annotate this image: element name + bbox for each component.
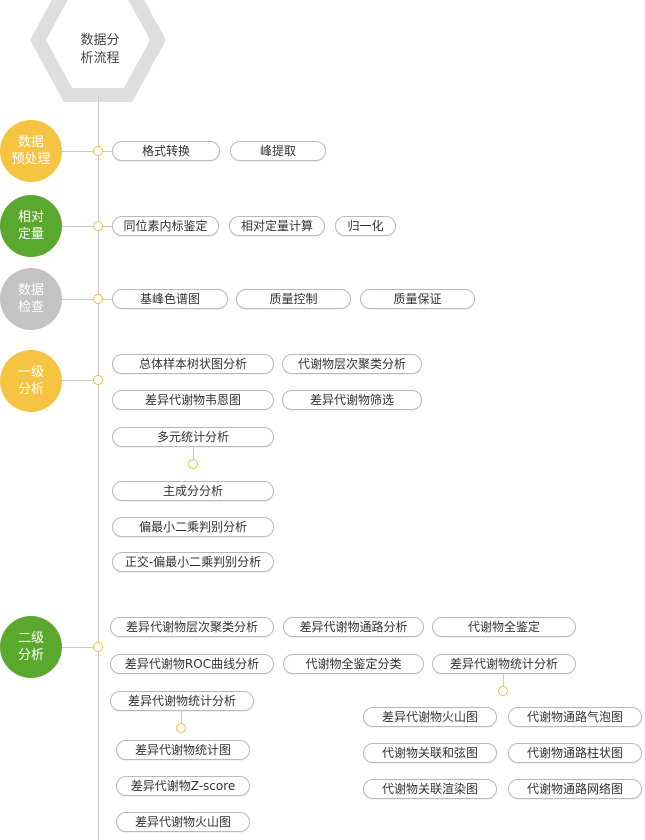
stage-primary-circle: 一级 分析 xyxy=(0,350,62,412)
pill-pathway-network[interactable]: 代谢物通路网络图 xyxy=(508,779,642,799)
pill-format-convert[interactable]: 格式转换 xyxy=(112,141,220,161)
stage-preprocess-circle: 数据 预处理 xyxy=(0,120,62,182)
pill-diff-volcano-right[interactable]: 差异代谢物火山图 xyxy=(363,707,497,727)
connector-line xyxy=(62,380,98,381)
stage-secondary-circle: 二级 分析 xyxy=(0,616,62,678)
pill-full-identification[interactable]: 代谢物全鉴定 xyxy=(432,617,576,637)
pill-diff-venn[interactable]: 差异代谢物韦恩图 xyxy=(112,390,274,410)
pill-identification-class[interactable]: 代谢物全鉴定分类 xyxy=(283,654,424,674)
node-dot xyxy=(93,375,103,385)
node-dot xyxy=(93,146,103,156)
pill-diff-roc[interactable]: 差异代谢物ROC曲线分析 xyxy=(110,654,274,674)
logo-title: 数据分 析流程 xyxy=(80,33,120,66)
pill-plsda[interactable]: 偏最小二乘判别分析 xyxy=(112,517,274,537)
pill-diff-zscore[interactable]: 差异代谢物Z-score xyxy=(116,776,250,796)
sub-connector xyxy=(181,711,182,723)
pill-metabolite-clustering[interactable]: 代谢物层次聚类分析 xyxy=(282,354,422,374)
pill-relative-quant[interactable]: 相对定量计算 xyxy=(229,216,325,236)
pill-diff-screening[interactable]: 差异代谢物筛选 xyxy=(282,390,422,410)
node-dot xyxy=(93,294,103,304)
pill-chord[interactable]: 代谢物关联和弦图 xyxy=(363,743,497,763)
pill-network-render[interactable]: 代谢物关联渲染图 xyxy=(363,779,497,799)
connector-line xyxy=(62,151,112,152)
stage-quant-circle: 相对 定量 xyxy=(0,195,62,257)
pill-pathway-bubble[interactable]: 代谢物通路气泡图 xyxy=(508,707,642,727)
connector-line xyxy=(62,299,112,300)
pill-diff-pathway[interactable]: 差异代谢物通路分析 xyxy=(283,617,424,637)
pill-normalize[interactable]: 归一化 xyxy=(335,216,396,236)
node-dot xyxy=(93,221,103,231)
pill-isotope-id[interactable]: 同位素内标鉴定 xyxy=(112,216,219,236)
sub-connector xyxy=(193,447,194,459)
connector-line xyxy=(62,647,98,648)
pill-quality-assurance[interactable]: 质量保证 xyxy=(360,289,475,309)
node-dot xyxy=(498,686,508,696)
pill-pca[interactable]: 主成分分析 xyxy=(112,481,274,501)
pill-quality-control[interactable]: 质量控制 xyxy=(236,289,351,309)
stage-check-circle: 数据 检查 xyxy=(0,268,62,330)
pill-pathway-bar[interactable]: 代谢物通路柱状图 xyxy=(508,743,642,763)
node-dot xyxy=(93,642,103,652)
hexagon-logo-icon xyxy=(30,0,166,102)
sub-connector xyxy=(503,674,504,686)
pill-peak-extract[interactable]: 峰提取 xyxy=(230,141,326,161)
pill-oplsda[interactable]: 正交-偏最小二乘判别分析 xyxy=(112,552,274,572)
pill-multivariate[interactable]: 多元统计分析 xyxy=(112,427,274,447)
pill-diff-clustering[interactable]: 差异代谢物层次聚类分析 xyxy=(110,617,274,637)
pill-diff-stats-left[interactable]: 差异代谢物统计分析 xyxy=(110,691,254,711)
connector-line xyxy=(62,226,112,227)
timeline-line xyxy=(98,95,99,840)
node-dot xyxy=(188,459,198,469)
pill-diff-volcano-left[interactable]: 差异代谢物火山图 xyxy=(116,812,250,832)
pill-diff-stat-chart[interactable]: 差异代谢物统计图 xyxy=(116,740,250,760)
node-dot xyxy=(176,723,186,733)
pill-sample-dendrogram[interactable]: 总体样本树状图分析 xyxy=(112,354,274,374)
pill-base-peak[interactable]: 基峰色谱图 xyxy=(112,289,228,309)
pill-diff-stats-right[interactable]: 差异代谢物统计分析 xyxy=(432,654,576,674)
